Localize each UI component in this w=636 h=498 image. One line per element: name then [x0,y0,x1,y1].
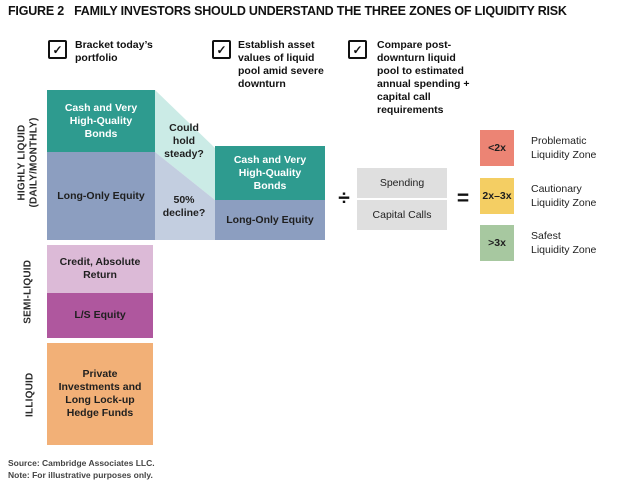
axis-label-semi-liquid: SEMI-LIQUID [22,259,34,324]
legend-swatch-safest: >3x [480,225,514,261]
legend-swatch-cautionary: 2x–3x [480,178,514,214]
ratio-numerator-spending: Spending [379,177,425,189]
ratio-box: Spending Capital Calls [357,168,447,230]
axis-label-highly-liquid: HIGHLY LIQUID (DAILY/MONTHLY) [16,117,40,208]
ratio-divider-line [357,198,447,200]
ratio-denominator-capital-calls: Capital Calls [372,209,432,221]
checkbox-bracket-portfolio: ✓ [48,40,67,59]
checkbox-establish-values: ✓ [212,40,231,59]
check-icon: ✓ [216,42,227,57]
legend-label-problematic: Problematic Liquidity Zone [531,135,597,161]
block-predownturn-long-only-equity: Long-Only Equity [47,152,155,240]
block-predownturn-cash-bonds: Cash and Very High-Quality Bonds [47,90,155,152]
checklist-step-1-label: Bracket today’s portfolio [75,39,153,64]
legend-label-safest: Safest Liquidity Zone [531,230,597,256]
checklist-step-3-label: Compare post- downturn liquid pool to es… [377,39,470,116]
wedge-equity-decline [155,152,215,240]
figure-title: FIGURE 2 FAMILY INVESTORS SHOULD UNDERSTA… [8,4,567,18]
footer-note: Note: For illustrative purposes only. [8,470,153,480]
block-postdownturn-cash-bonds: Cash and Very High-Quality Bonds [215,146,325,200]
figure-number: FIGURE 2 [8,4,65,18]
footer: Source: Cambridge Associates LLC. Note: … [8,457,155,481]
block-ls-equity: L/S Equity [47,293,153,338]
transition-decline-label: 50% decline? [162,194,206,219]
legend-row-cautionary: 2x–3x Cautionary Liquidity Zone [480,178,596,214]
axis-label-illiquid: ILLIQUID [24,372,36,417]
legend-row-problematic: <2x Problematic Liquidity Zone [480,130,596,166]
block-private-investments: Private Investments and Long Lock-up Hed… [47,343,153,445]
legend-swatch-problematic: <2x [480,130,514,166]
wedge-cash-hold-steady [155,90,215,200]
figure-title-text: FAMILY INVESTORS SHOULD UNDERSTAND THE T… [74,4,567,18]
equals-symbol: = [456,187,470,210]
footer-source: Source: Cambridge Associates LLC. [8,458,155,468]
checkbox-compare-pool: ✓ [348,40,367,59]
downturn-transition-wedges [155,90,215,240]
legend-label-cautionary: Cautionary Liquidity Zone [531,183,597,209]
block-postdownturn-long-only-equity: Long-Only Equity [215,200,325,240]
check-icon: ✓ [352,42,363,57]
transition-hold-steady-label: Could hold steady? [164,122,204,160]
legend-row-safest: >3x Safest Liquidity Zone [480,225,596,261]
check-icon: ✓ [52,42,63,57]
checklist-step-2-label: Establish asset values of liquid pool am… [238,39,324,90]
divide-symbol: ÷ [338,187,350,210]
block-credit-absolute-return: Credit, Absolute Return [47,245,153,293]
